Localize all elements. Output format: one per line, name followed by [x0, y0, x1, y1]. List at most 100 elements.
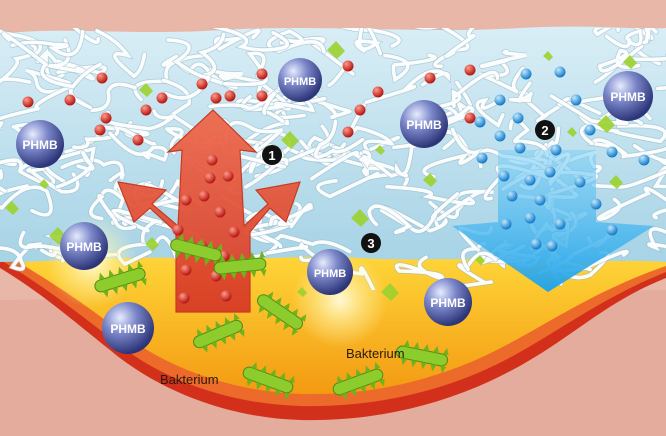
red-particle — [256, 90, 268, 102]
phmb-label: PHMB — [610, 90, 646, 104]
bacterium-spike — [206, 324, 212, 333]
bacterium-spike — [229, 253, 236, 262]
blue-particle — [494, 94, 506, 106]
bacterium-spike — [432, 345, 439, 354]
fiber-strand — [0, 184, 53, 217]
blue-particle — [554, 66, 566, 78]
fiber-strand — [10, 29, 85, 57]
fiber-strand — [652, 208, 666, 220]
phmb-ball: PHMB — [424, 278, 472, 326]
phmb-label: PHMB — [284, 76, 316, 88]
blue-particle — [520, 68, 532, 80]
phmb-ball: PHMB — [307, 249, 353, 295]
bacterium-spike — [411, 359, 417, 368]
fiber-strand — [385, 184, 476, 222]
bacterium-spike — [350, 389, 357, 397]
green-debris — [543, 51, 553, 61]
red-particle — [196, 78, 208, 90]
blue-particle — [498, 170, 510, 182]
fiber-strand — [55, 151, 95, 189]
blue-particle — [534, 194, 546, 206]
green-debris — [145, 237, 159, 251]
bacterium-spike — [250, 270, 257, 278]
bacterium-spike — [401, 357, 408, 366]
bacterium-spike — [355, 368, 362, 377]
bacterium-spike — [299, 314, 307, 322]
fiber-strand — [243, 229, 352, 254]
red-particle — [172, 224, 184, 236]
phmb-label: PHMB — [66, 240, 102, 254]
bacterium-spike — [219, 254, 226, 263]
bacterium — [256, 291, 307, 336]
red-particle — [96, 72, 108, 84]
fiber-strand — [508, 81, 533, 103]
bacterium-spike — [291, 328, 299, 336]
bacterium-spike — [413, 341, 420, 350]
bacterium-spike — [378, 378, 385, 387]
bacterium — [94, 260, 147, 298]
green-debris — [623, 55, 637, 69]
bacterium-spike — [131, 281, 138, 289]
bacterium-spike — [121, 283, 128, 292]
green-debris — [297, 287, 307, 297]
red-particle — [180, 194, 192, 206]
red-particle — [178, 292, 190, 304]
fiber-strand — [576, 109, 666, 144]
red-particle — [204, 172, 216, 184]
bacterium-spike — [204, 258, 211, 266]
bacterium-body — [213, 257, 267, 275]
bacterium-spike — [175, 250, 181, 259]
bacterium-spike — [184, 253, 191, 261]
bacterium-spike — [346, 372, 353, 380]
red-particle — [180, 264, 192, 276]
bacterium-spike — [249, 251, 256, 260]
red-particle — [342, 126, 354, 138]
red-particle — [94, 124, 106, 136]
fiber-strand — [26, 166, 80, 194]
bacteria-group — [94, 233, 449, 401]
bacterium-spike — [365, 365, 371, 373]
blue-particle — [550, 144, 562, 156]
bacterium-spike — [220, 273, 227, 281]
bacterium-spike — [230, 272, 237, 280]
blue-particle — [638, 154, 650, 166]
fiber-strand — [632, 143, 666, 166]
step-number: 3 — [367, 236, 374, 251]
green-debris — [351, 209, 369, 227]
bacterium-spike — [430, 363, 437, 372]
red-particle — [354, 104, 366, 116]
bacterium-label-left: Bakterium — [160, 372, 219, 387]
phmb-ball: PHMB — [16, 120, 64, 168]
fiber-strand — [208, 91, 277, 116]
blue-particle — [530, 238, 542, 250]
fiber-strand — [604, 28, 643, 49]
bacterium-spike — [197, 238, 204, 246]
phmb-label: PHMB — [110, 322, 146, 336]
fiber-strand — [597, 186, 666, 221]
step-marker-3: 3 — [361, 233, 381, 253]
fiber-strand — [313, 119, 365, 159]
fiber-strand — [475, 97, 505, 128]
fiber-strand — [133, 54, 180, 102]
fiber-strand — [0, 121, 4, 129]
bacterium-spike — [283, 302, 290, 311]
blue-particle — [474, 116, 486, 128]
bacterium-spike — [374, 361, 381, 370]
green-debris — [475, 255, 485, 265]
bacterium-spike — [337, 375, 343, 384]
bacterium-spike — [369, 382, 376, 390]
bacterium-spike — [194, 255, 201, 264]
red-absorption-arrow — [117, 109, 301, 313]
red-particle — [206, 154, 218, 166]
blue-particle — [524, 174, 536, 186]
fiber-strand — [383, 53, 437, 83]
fiber-strand — [479, 49, 527, 69]
blue-particle — [606, 224, 618, 236]
bacterium-spike — [187, 235, 194, 244]
bacterium-spike — [275, 316, 282, 325]
bacterium-spike — [220, 337, 226, 345]
blue-particle — [512, 112, 524, 124]
red-particle — [228, 226, 240, 238]
blue-particle — [606, 146, 618, 158]
blue-particle — [570, 94, 582, 106]
